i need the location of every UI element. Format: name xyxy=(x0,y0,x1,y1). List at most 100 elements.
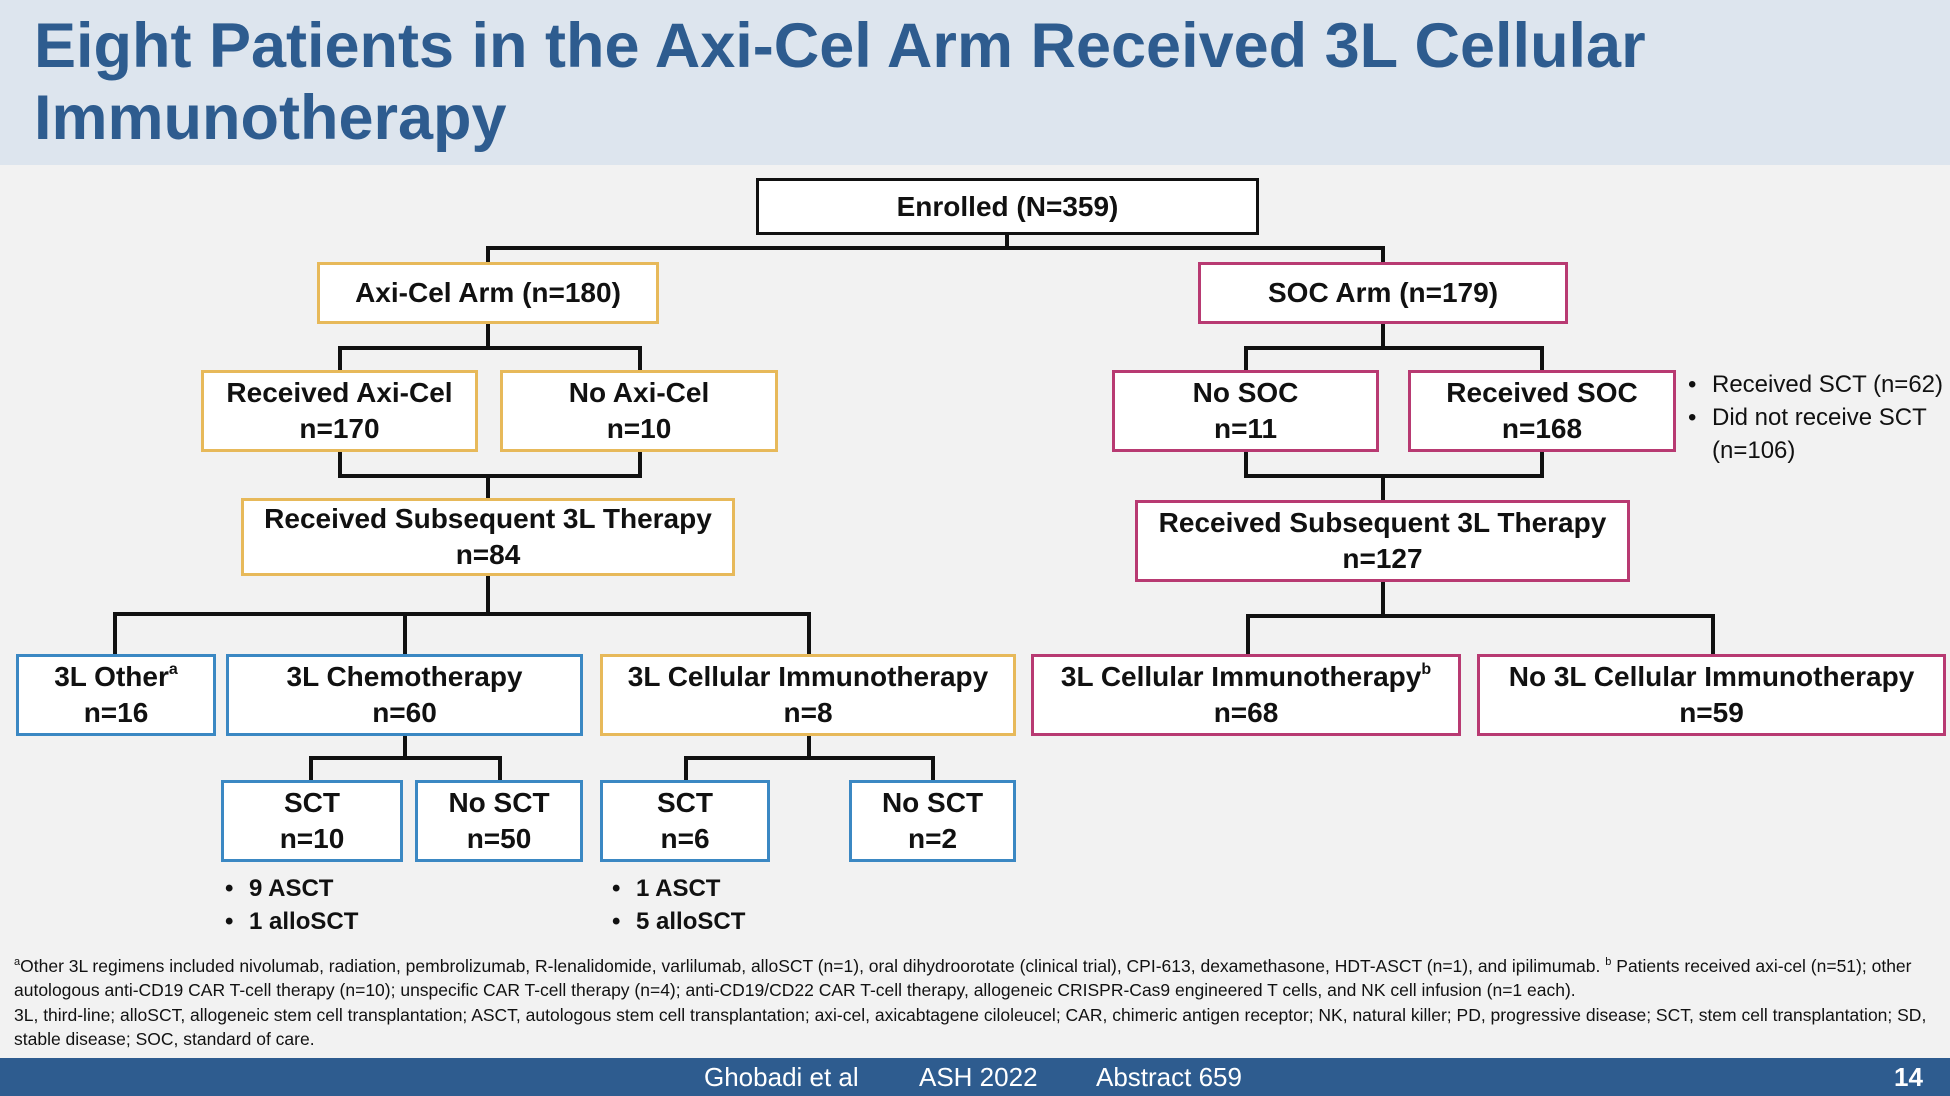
box-label: No Axi-Cel xyxy=(568,377,710,408)
box-label: No SCT xyxy=(448,787,550,818)
connector xyxy=(338,346,342,372)
connector xyxy=(486,574,490,614)
received-soc-box: Received SOC n=168 xyxy=(1408,370,1676,452)
enrolled-box: Enrolled (N=359) xyxy=(756,178,1259,235)
connector xyxy=(338,452,342,476)
chemo-no-sct-box: No SCT n=50 xyxy=(415,780,583,862)
footer-bar: Ghobadi et al ASH 2022 Abstract 659 14 xyxy=(0,1058,1950,1096)
box-label: 3L Othera xyxy=(54,660,178,692)
connector xyxy=(309,756,313,782)
box-count: n=84 xyxy=(455,539,521,570)
connector xyxy=(807,734,811,758)
box-count: n=50 xyxy=(466,823,532,854)
connector xyxy=(113,612,811,616)
footnote-marker-b: b xyxy=(1605,956,1612,968)
no-axi-cel-box: No Axi-Cel n=10 xyxy=(500,370,778,452)
slide-number: 14 xyxy=(1894,1062,1923,1092)
box-label: 3L Cellular Immunotherapy xyxy=(627,661,989,692)
soc-subsequent-3l-box: Received Subsequent 3L Therapy n=127 xyxy=(1135,500,1630,582)
box-label: Axi-Cel Arm (n=180) xyxy=(355,277,621,308)
axi-cel-arm-box: Axi-Cel Arm (n=180) xyxy=(317,262,659,324)
box-count: n=168 xyxy=(1501,413,1583,444)
box-label: No SCT xyxy=(881,787,984,818)
abbreviations: 3L, third-line; alloSCT, allogeneic stem… xyxy=(14,1004,1927,1050)
box-count: n=10 xyxy=(606,413,672,444)
connector xyxy=(403,734,407,758)
box-count: n=11 xyxy=(1213,413,1278,444)
box-label: Received Subsequent 3L Therapy xyxy=(1158,507,1607,538)
box-count: n=170 xyxy=(299,413,380,444)
box-label: 3L Cellular Immunotherapyb xyxy=(1060,660,1432,692)
connector xyxy=(1244,474,1544,478)
box-count: n=127 xyxy=(1342,543,1423,574)
connector xyxy=(1005,233,1009,248)
connector xyxy=(1540,452,1544,476)
box-label: SCT xyxy=(657,787,713,818)
connector xyxy=(1540,346,1544,372)
cellular-sct-notes: 1 ASCT 5 alloSCT xyxy=(608,872,808,938)
box-count: n=68 xyxy=(1213,697,1279,728)
box-label: Received Subsequent 3L Therapy xyxy=(264,503,712,534)
box-count: n=6 xyxy=(660,823,710,854)
chemo-sct-notes: 9 ASCT 1 alloSCT xyxy=(221,872,421,938)
box-label: Received SOC xyxy=(1446,377,1638,408)
connector xyxy=(684,756,935,760)
connector xyxy=(113,612,117,656)
box-count: n=16 xyxy=(83,697,149,728)
box-label: SOC Arm (n=179) xyxy=(1267,277,1499,308)
box-count: n=60 xyxy=(372,697,437,728)
connector xyxy=(1711,614,1715,656)
soc-3l-cellular-box: 3L Cellular Immunotherapyb n=68 xyxy=(1031,654,1461,736)
title-band xyxy=(0,0,1950,165)
footnotes: aOther 3L regimens included nivolumab, r… xyxy=(14,950,1939,1052)
box-label: SCT xyxy=(284,787,340,818)
no-soc-box: No SOC n=11 xyxy=(1112,370,1379,452)
box-label: Enrolled (N=359) xyxy=(896,190,1119,222)
box-label: 3L Chemotherapy xyxy=(286,661,523,692)
axi-subsequent-3l-box: Received Subsequent 3L Therapy n=84 xyxy=(241,498,735,576)
box-count: n=8 xyxy=(783,697,833,728)
connector xyxy=(1244,346,1544,350)
soc-arm-box: SOC Arm (n=179) xyxy=(1198,262,1568,324)
chemo-sct-box: SCT n=10 xyxy=(221,780,403,862)
connector xyxy=(1381,474,1385,502)
connector xyxy=(931,756,935,782)
connector xyxy=(338,346,642,350)
note-item: 9 ASCT xyxy=(221,872,421,905)
connector xyxy=(1246,614,1715,618)
3l-chemotherapy-box: 3L Chemotherapy n=60 xyxy=(226,654,583,736)
box-count: n=59 xyxy=(1679,697,1744,728)
cellular-sct-box: SCT n=6 xyxy=(600,780,770,862)
connector xyxy=(1381,580,1385,616)
slide-title: Eight Patients in the Axi-Cel Arm Receiv… xyxy=(34,11,1646,153)
note-item: 5 alloSCT xyxy=(608,905,808,938)
box-count: n=2 xyxy=(907,823,958,854)
footer-author: Ghobadi et al xyxy=(704,1062,859,1092)
soc-sct-notes: Received SCT (n=62) Did not receive SCT … xyxy=(1684,368,1946,467)
note-item: Did not receive SCT (n=106) xyxy=(1684,401,1946,467)
footnote-marker: b xyxy=(1421,660,1432,678)
connector xyxy=(638,346,642,372)
note-item: Received SCT (n=62) xyxy=(1684,368,1946,401)
connector xyxy=(486,246,490,264)
connector xyxy=(403,612,407,656)
connector xyxy=(1246,614,1250,656)
footnote-marker: a xyxy=(168,660,178,678)
3l-other-box: 3L Othera n=16 xyxy=(16,654,216,736)
connector xyxy=(1381,246,1385,264)
footnote-a: Other 3L regimens included nivolumab, ra… xyxy=(20,955,1601,976)
connector xyxy=(486,474,490,500)
footer-meeting: ASH 2022 xyxy=(919,1062,1038,1092)
connector xyxy=(684,756,688,782)
footer-abstract: Abstract 659 xyxy=(1096,1062,1242,1092)
note-item: 1 ASCT xyxy=(608,872,808,905)
box-label: No 3L Cellular Immunotherapy xyxy=(1508,661,1915,692)
cellular-no-sct-box: No SCT n=2 xyxy=(849,780,1016,862)
footnote-b: Patients received axi-cel (n=51); other … xyxy=(14,955,1912,1001)
connector xyxy=(486,246,1385,250)
received-axi-cel-box: Received Axi-Cel n=170 xyxy=(201,370,478,452)
connector xyxy=(309,756,502,760)
connector xyxy=(807,612,811,656)
box-label: Received Axi-Cel xyxy=(226,377,453,408)
connector xyxy=(1381,324,1385,348)
